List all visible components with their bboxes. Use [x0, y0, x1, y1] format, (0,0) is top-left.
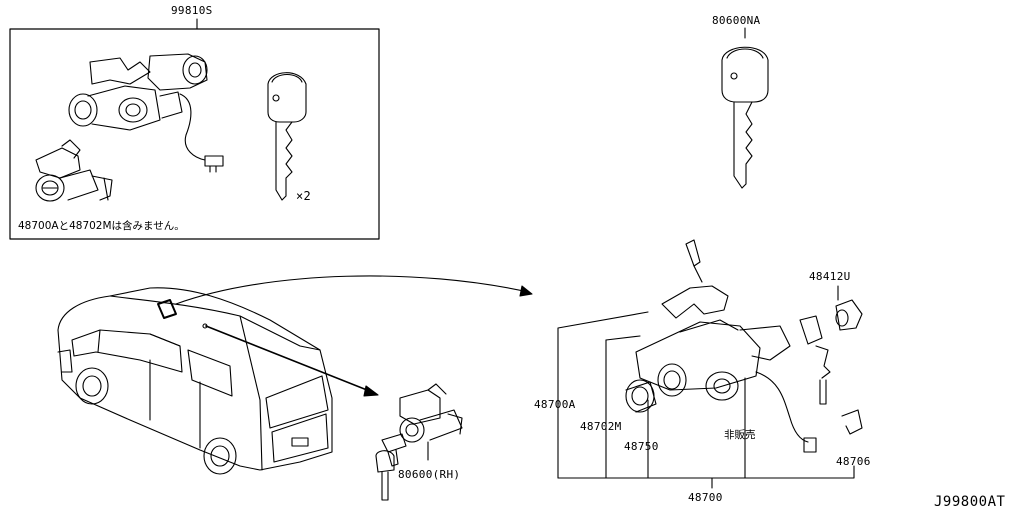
kit-note: 48700Aと48702Mは含みません。 [18, 220, 185, 232]
door-lock-drawing [375, 383, 463, 501]
kit-part-label: 99810S [171, 4, 213, 17]
blank-key-label: 80600NA [712, 14, 761, 27]
lock-set-label: 48700A [534, 398, 576, 411]
ignition-cylinder-label: 48702M [580, 420, 622, 433]
vehicle-drawing [57, 287, 333, 475]
ring-label: 48750 [624, 440, 659, 453]
assembly-leaders [557, 285, 855, 489]
cover-label: 48412U [809, 270, 851, 283]
key-quantity: ×2 [296, 189, 312, 203]
kit-box [9, 28, 380, 240]
drawing-code: J99800AT [934, 494, 1006, 510]
reference-arrows [175, 275, 533, 397]
kit-door-lock [35, 139, 113, 202]
kit-key [267, 72, 307, 201]
blank-key-drawing [721, 27, 769, 189]
ignition-lock-assembly [625, 239, 863, 453]
not-sold-label: 非販売 [724, 429, 756, 441]
door-lock-label: 80600(RH) [398, 468, 461, 481]
kit-ignition-switch [68, 53, 224, 173]
assembly-label: 48700 [688, 491, 723, 504]
bracket-label: 48706 [836, 455, 871, 468]
